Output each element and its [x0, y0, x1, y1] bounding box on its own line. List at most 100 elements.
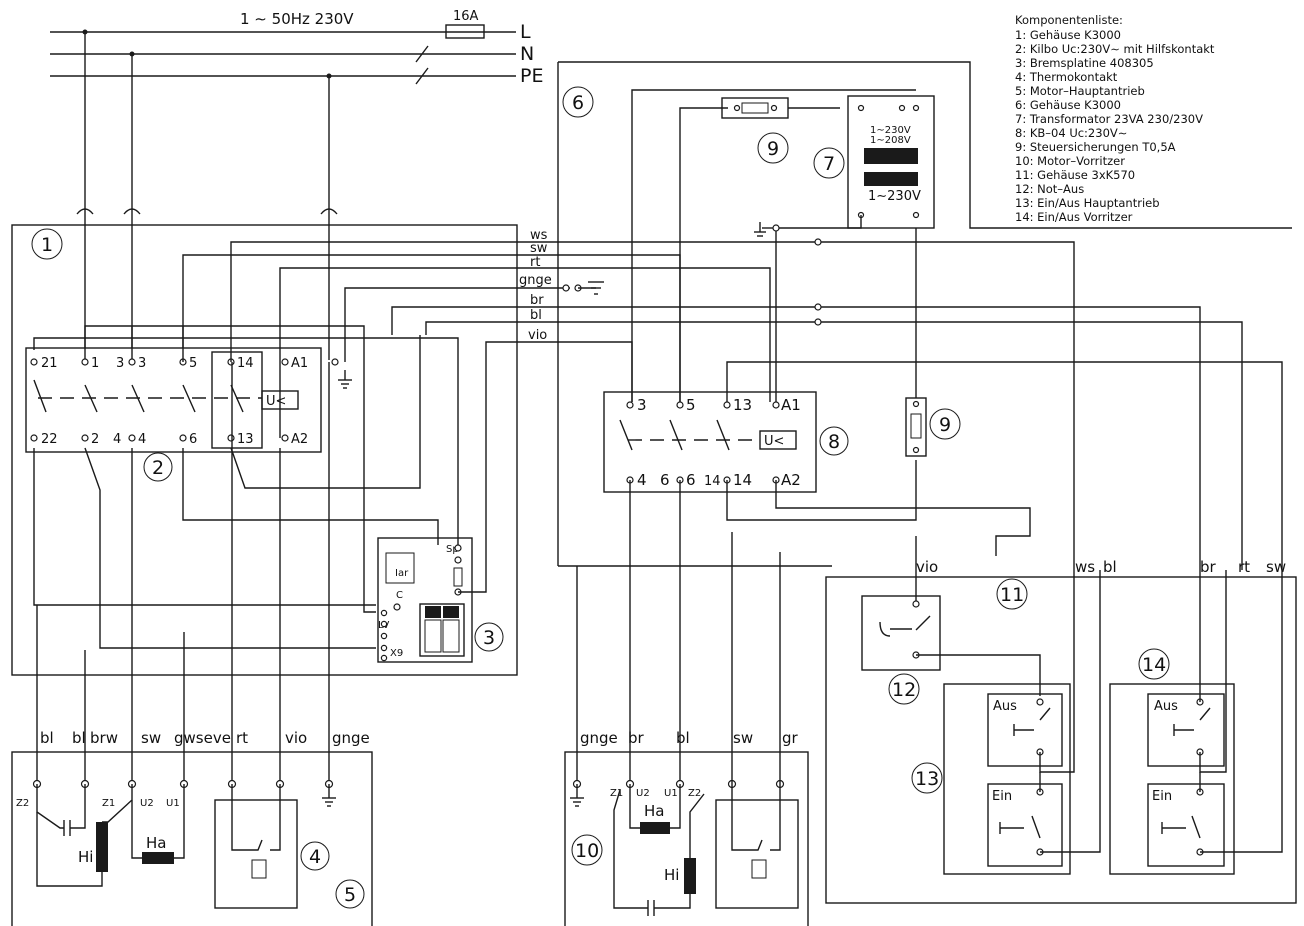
- brake-label: Sp: [446, 544, 459, 555]
- k8-bottom-terminal: 6: [660, 471, 670, 489]
- legend-item: 8: KB–04 Uc:230V∼: [1015, 126, 1127, 140]
- supply-lines: 1 ∼ 50Hz 230V 16A L N PE: [50, 9, 543, 360]
- fuses-9: 9 9: [721, 97, 961, 457]
- motor5-wire: rt: [236, 729, 248, 747]
- legend-item: 12: Not–Aus: [1015, 182, 1084, 196]
- component-number-4: 4: [309, 846, 321, 868]
- k2-top-terminal: 5: [189, 356, 197, 371]
- motor10-hi: Hi: [664, 866, 679, 884]
- k2-top-terminal-ghost: 3: [116, 356, 124, 371]
- component-number-8: 8: [828, 431, 840, 453]
- k8-bottom-terminal: 14: [733, 471, 752, 489]
- legend-item: 10: Motor–Vorritzer: [1015, 154, 1125, 168]
- line-l-label: L: [520, 21, 531, 43]
- legend-item: 3: Bremsplatine 408305: [1015, 56, 1154, 70]
- supply-title: 1 ∼ 50Hz 230V: [240, 10, 354, 28]
- component-number-3: 3: [483, 627, 495, 649]
- motor5-wire: sw: [141, 729, 161, 747]
- k8-top-terminal: 5: [686, 396, 696, 414]
- transformer-upper2: 1∼208V: [870, 135, 911, 146]
- contactor-2-bottom-terminals: 22 2 4 4 6 13 A2: [30, 432, 308, 447]
- motor10-wire: gr: [782, 729, 799, 747]
- legend-item: 5: Motor–Hauptantrieb: [1015, 84, 1145, 98]
- motor10-wire: br: [628, 729, 645, 747]
- motor5-wire: gnge: [332, 729, 370, 747]
- legend-item: 14: Ein/Aus Vorritzer: [1015, 210, 1133, 224]
- component-number-1: 1: [41, 234, 53, 256]
- component-number-7: 7: [823, 153, 835, 175]
- brake-board-3: Iar Sp C LV X9 3: [377, 537, 504, 663]
- motor-10: gnge br bl sw gr Z1 U2 U1 Z2 Ha Hi: [564, 532, 809, 926]
- motor10-term: Z1: [610, 788, 623, 799]
- legend-item: 13: Ein/Aus Hauptantrieb: [1015, 196, 1160, 210]
- switch13-aus: Aus: [993, 699, 1017, 714]
- component-number-9b: 9: [939, 414, 951, 436]
- wire-label-bl: bl: [530, 308, 542, 323]
- k2-bottom-terminal: 2: [91, 432, 99, 447]
- k8-coil-label: U<: [764, 434, 784, 449]
- brake-label: C: [396, 590, 403, 601]
- motor5-term: U2: [140, 798, 154, 809]
- component-number-2: 2: [152, 457, 164, 479]
- legend-item: 4: Thermokontakt: [1015, 70, 1118, 84]
- motor5-wire: gwseve: [174, 729, 231, 747]
- legend-item: 9: Steuersicherungen T0,5A: [1015, 140, 1176, 154]
- line-n-label: N: [520, 43, 534, 65]
- housing-11: vio ws bl br rt sw 11 12 Aus Ein: [825, 536, 1297, 904]
- legend-item: 11: Gehäuse 3xK570: [1015, 168, 1135, 182]
- transformer-upper: 1∼230V: [870, 125, 911, 136]
- motor10-term: U2: [636, 788, 650, 799]
- k2-bottom-terminal: 22: [41, 432, 58, 447]
- motor10-wire: bl: [676, 729, 690, 747]
- switch13-ein: Ein: [992, 789, 1012, 804]
- k2-top-terminal: 1: [91, 356, 99, 371]
- motor-5: bl bl brw sw gwseve rt vio gnge Z2 Z1 U2…: [11, 362, 373, 926]
- contactor-2: 21 1 3 5 14 A1 3 22 2 4 4 6 13 A2 U< 2: [25, 347, 352, 482]
- legend-title: Komponentenliste:: [1015, 13, 1123, 27]
- motor10-ha: Ha: [644, 802, 664, 820]
- k8-top-terminal: 13: [733, 396, 752, 414]
- motor10-term: Z2: [688, 788, 701, 799]
- component-number-14: 14: [1142, 654, 1166, 676]
- k2-bottom-terminal: A2: [291, 432, 308, 447]
- k8-bottom-terminal: A2: [781, 471, 801, 489]
- switch14-ein: Ein: [1152, 789, 1172, 804]
- component-number-10: 10: [575, 840, 599, 862]
- k2-top-terminal: 3: [138, 356, 146, 371]
- main-fuse-label: 16A: [453, 9, 479, 24]
- bus-wires: ws sw rt gnge br bl vio: [33, 228, 1243, 780]
- panel11-wire: vio: [916, 558, 938, 576]
- component-number-11: 11: [1000, 584, 1024, 606]
- k2-top-terminal: 14: [237, 356, 254, 371]
- k2-top-terminal: A1: [291, 356, 308, 371]
- legend-item: 7: Transformator 23VA 230/230V: [1015, 112, 1203, 126]
- legend-item: 6: Gehäuse K3000: [1015, 98, 1121, 112]
- panel11-wire: rt: [1238, 558, 1250, 576]
- motor5-hi: Hi: [78, 848, 93, 866]
- wire-label-vio: vio: [528, 328, 547, 343]
- component-number-6: 6: [572, 92, 584, 114]
- line-pe-label: PE: [520, 65, 543, 87]
- wire-label-gnge: gnge: [519, 273, 552, 288]
- contactor-2-top-terminals: 21 1 3 5 14 A1 3: [30, 356, 308, 371]
- k2-bottom-terminal: 4: [138, 432, 146, 447]
- transformer-7: 1∼230V 1∼208V 1∼230V 7: [754, 95, 935, 237]
- motor10-wire: sw: [733, 729, 753, 747]
- motor5-term: Z2: [16, 798, 29, 809]
- wire-label-sw: sw: [530, 241, 548, 256]
- k2-coil-label: U<: [266, 394, 286, 409]
- component-number-5: 5: [344, 884, 356, 906]
- wire-label-rt: rt: [530, 255, 540, 270]
- k2-bottom-terminal: 6: [189, 432, 197, 447]
- k8-bottom-terminal: 6: [686, 471, 696, 489]
- k2-bottom-terminal: 4: [113, 432, 121, 447]
- component-number-13: 13: [915, 768, 939, 790]
- contactor-8: 3 5 13 A1 4 6 6 14 14 A2 U< 8: [603, 89, 1283, 784]
- motor5-wire: vio: [285, 729, 307, 747]
- wire-label-br: br: [530, 293, 544, 308]
- housing-1: 1: [11, 224, 518, 676]
- panel11-wire: sw: [1266, 558, 1286, 576]
- brake-label: Iar: [395, 568, 409, 579]
- motor10-wire: gnge: [580, 729, 618, 747]
- motor5-wire: bl: [40, 729, 54, 747]
